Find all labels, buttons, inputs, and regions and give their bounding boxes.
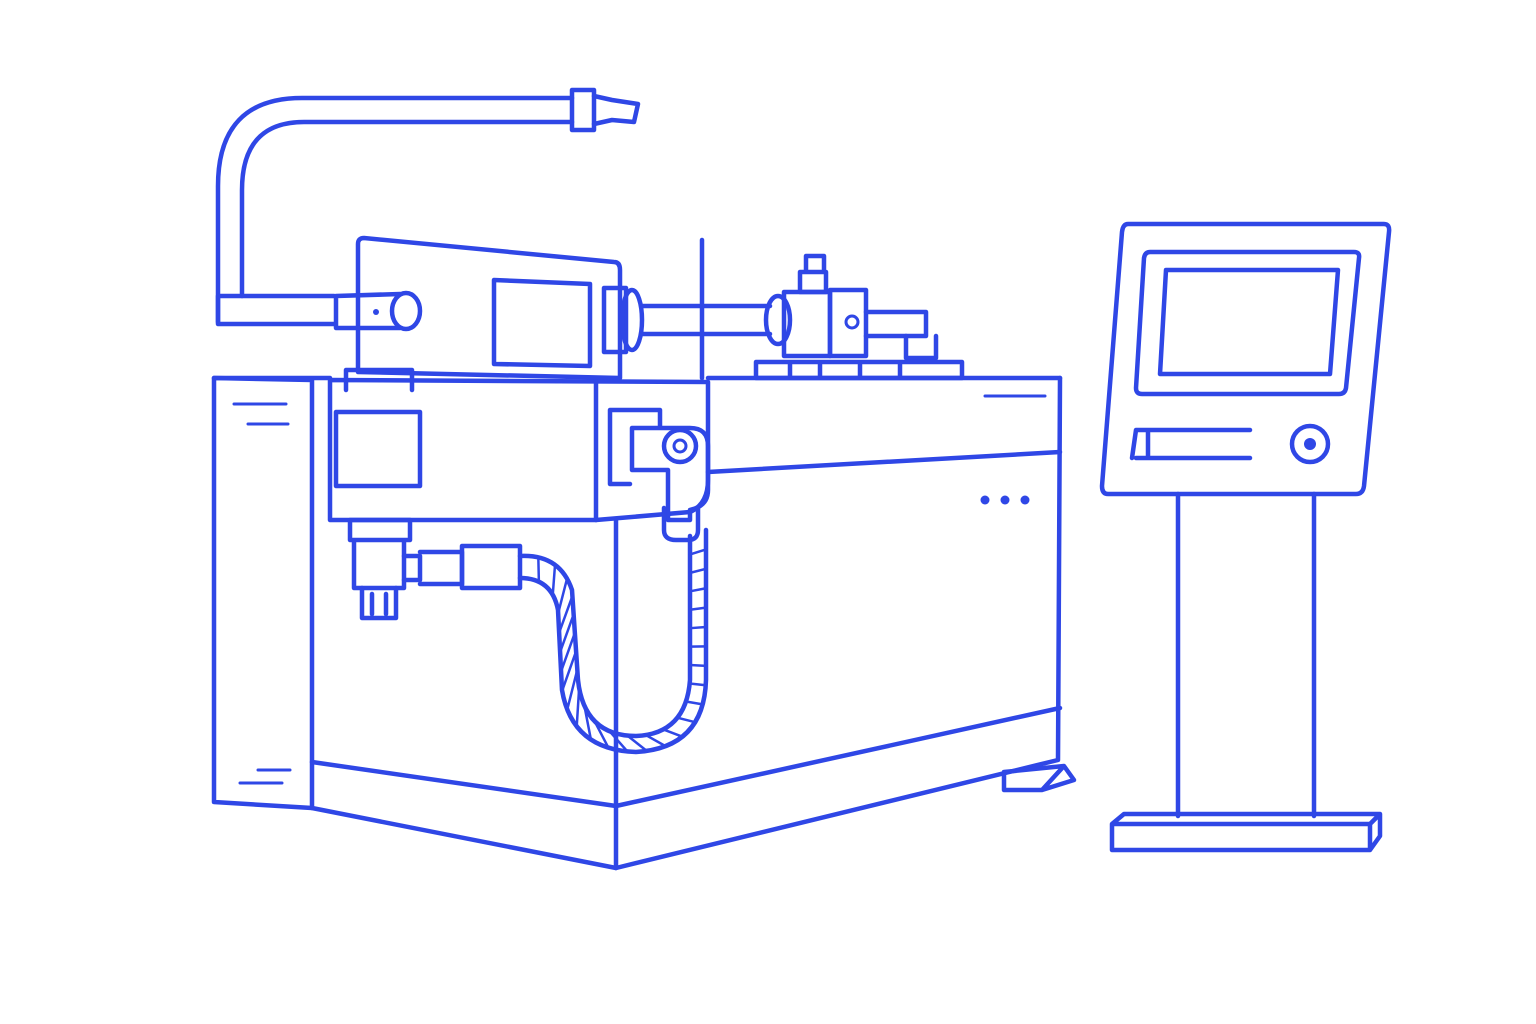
- rail-blocks: [753, 359, 965, 381]
- machine-base: [211, 375, 1077, 871]
- control-screen: [1157, 267, 1341, 377]
- terminal-stand: [1175, 491, 1317, 819]
- inlet-bolt: [373, 309, 379, 315]
- control-slot: [1129, 427, 1253, 461]
- hose-rib: [684, 700, 704, 706]
- carriage-cap: [797, 253, 829, 295]
- mandrel-flange-ring: [619, 287, 645, 353]
- base-front-bottom: [309, 375, 1063, 871]
- hose-rib: [556, 577, 569, 615]
- hose-rib: [583, 704, 593, 741]
- machine-foot: [1001, 763, 1077, 793]
- mandrel-flange: [601, 285, 629, 355]
- hydraulic-cylinder: [343, 367, 415, 393]
- inlet-coupling-end: [389, 290, 423, 332]
- pivot-pin-outer: [661, 427, 699, 465]
- hose-rib: [688, 682, 707, 687]
- hose-rib: [557, 594, 574, 634]
- clamp-bolt: [844, 314, 860, 330]
- pivot-arm: [629, 425, 711, 523]
- pivot-pin-inner: [672, 438, 688, 454]
- cylinder-nozzle: [359, 585, 399, 621]
- hydraulic-hose: [517, 527, 709, 755]
- hose-rib: [688, 548, 708, 556]
- control-knob-center: [1304, 438, 1316, 450]
- head-body: [355, 235, 623, 381]
- cylinder-body: [333, 409, 423, 489]
- clamp-assembly: [327, 367, 711, 621]
- control-terminal: [1099, 221, 1392, 853]
- hose-connector: [459, 543, 523, 591]
- clamp-main-block: [327, 377, 711, 523]
- hose-rib: [558, 613, 575, 654]
- pivot-lower: [661, 505, 701, 543]
- bending-head: [333, 235, 645, 381]
- hose-rib: [626, 734, 648, 753]
- head-window: [491, 277, 593, 369]
- cylinder-lower: [347, 517, 413, 591]
- indicator-dot: [980, 495, 990, 505]
- inlet-coupling: [333, 291, 403, 331]
- base-left-panel: [211, 375, 315, 811]
- hose-outer: [517, 533, 693, 739]
- mandrel-rod-assembly: [639, 237, 965, 381]
- hose-rib: [551, 563, 557, 597]
- terminal-base: [1109, 811, 1383, 853]
- pivot-bracket: [607, 407, 663, 487]
- hose-rib: [688, 586, 708, 593]
- overhead-feed-pipe: [215, 87, 641, 327]
- rear-support: [903, 333, 939, 361]
- hose-rib: [608, 729, 629, 753]
- hose-rib: [575, 686, 581, 728]
- hose-rib: [688, 663, 708, 668]
- clamp-block: [827, 287, 869, 359]
- terminal-bezel: [1133, 249, 1362, 397]
- hose-rib: [566, 668, 579, 711]
- hose-rib: [593, 719, 610, 749]
- indicator-dots: [980, 495, 1030, 505]
- hose-rib: [537, 556, 541, 584]
- hose-rib: [559, 631, 577, 673]
- mandrel-rod: [639, 303, 773, 337]
- feed-pipe-inner: [239, 119, 575, 299]
- indicator-dot: [1000, 495, 1010, 505]
- hose-ribs: [537, 548, 708, 753]
- feed-pipe-elbow: [215, 293, 337, 327]
- hose-rib: [688, 606, 708, 611]
- feed-pipe-outer: [215, 95, 575, 325]
- hose-rib: [560, 650, 578, 693]
- feed-pipe-end-cap: [569, 87, 597, 133]
- control-knob: [1289, 423, 1331, 465]
- hose-fitting: [401, 549, 465, 587]
- hose-rib: [688, 567, 708, 575]
- feed-pipe-nozzle: [591, 93, 641, 127]
- rod-collar: [763, 293, 793, 347]
- hose-rib: [662, 728, 684, 738]
- hose-rib: [676, 716, 697, 724]
- rear-rod: [863, 309, 929, 339]
- base-front-face: [309, 705, 1063, 809]
- base-upper-ledge: [705, 449, 1063, 475]
- terminal-housing: [1099, 221, 1392, 497]
- hose-rib: [688, 625, 708, 630]
- hose-rib: [644, 733, 667, 748]
- indicator-dot: [1020, 495, 1030, 505]
